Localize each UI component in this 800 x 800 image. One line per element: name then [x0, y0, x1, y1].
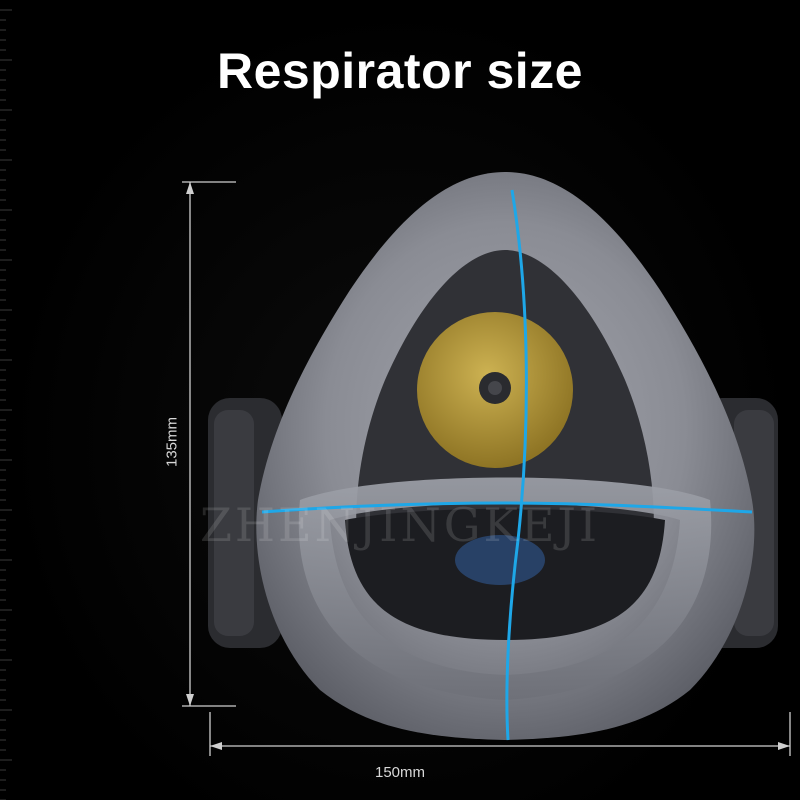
mask-face-rim [298, 477, 712, 700]
width-label: 150mm [374, 764, 426, 781]
height-measure-curve [505, 189, 528, 741]
width-measure-curve [261, 501, 753, 514]
filter-disc-hub [488, 381, 502, 395]
height-dimension-line [182, 181, 236, 707]
ruler-scale [0, 9, 12, 800]
height-label: 135mm [163, 416, 181, 468]
watermark-text: ZHENJINGKEJI [199, 498, 601, 552]
page-title: Respirator size [217, 43, 583, 99]
left-cartridge [208, 398, 282, 648]
width-dimension-line [209, 712, 791, 756]
inner-valve [455, 535, 545, 585]
